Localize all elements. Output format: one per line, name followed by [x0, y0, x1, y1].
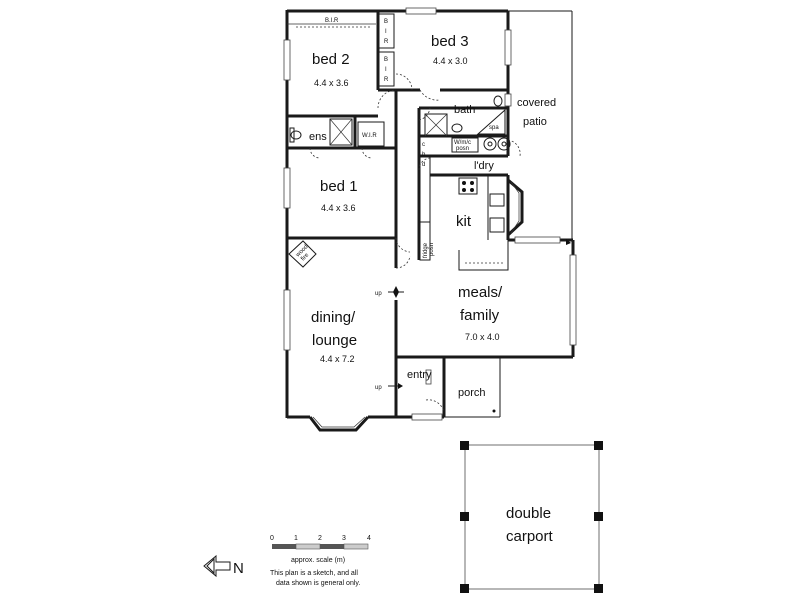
- wm-label-line2: posn: [456, 146, 469, 152]
- bir1-b: B: [384, 19, 388, 25]
- wood-fire: [288, 240, 317, 268]
- meals-size: 7.0 x 4.0: [465, 332, 500, 342]
- bed2-size: 4.4 x 3.6: [314, 78, 349, 88]
- porch-label: porch: [458, 387, 486, 399]
- cbd-d: d: [422, 162, 425, 168]
- disclaimer-line2: data shown is general only.: [276, 580, 360, 587]
- bed3-label: bed 3: [431, 33, 469, 50]
- disclaimer-line1: This plan is a sketch, and all: [270, 570, 358, 577]
- bed2-label: bed 2: [312, 51, 350, 68]
- carport-label-line2: carport: [506, 528, 554, 545]
- compass-letter: N: [233, 560, 244, 577]
- ensuite-fixtures: [289, 118, 353, 146]
- meals-label-line2: family: [460, 307, 500, 324]
- dining-label-line2: lounge: [312, 332, 357, 349]
- meals-label-line1: meals/: [458, 284, 503, 301]
- scale-tick-3: 3: [342, 535, 346, 542]
- ldry-label: l'dry: [474, 160, 494, 172]
- fridge-label-line1: fridge: [423, 242, 429, 258]
- bay-window-kitchen: [506, 178, 524, 237]
- bed1-size: 4.4 x 3.6: [321, 203, 356, 213]
- up-marker-1: up: [375, 291, 382, 297]
- compass-arrow-icon: [203, 554, 231, 578]
- robes: [287, 13, 395, 147]
- spa-label: spa: [489, 125, 499, 131]
- dining-size: 4.4 x 7.2: [320, 354, 355, 364]
- covered-patio-outline: [508, 10, 573, 240]
- bir2-i: I: [385, 67, 387, 73]
- bath-label: bath: [454, 104, 475, 116]
- up-marker-2: up: [375, 385, 382, 391]
- patio-label-line1: covered: [517, 97, 556, 109]
- entry-label: entry: [407, 369, 432, 381]
- scale-tick-2: 2: [318, 535, 322, 542]
- carport: [460, 441, 603, 593]
- bed1-label: bed 1: [320, 178, 358, 195]
- bir1-i: I: [385, 29, 387, 35]
- bed3-size: 4.4 x 3.0: [433, 56, 468, 66]
- wood-label-line2: fire: [300, 252, 311, 263]
- bay-window-dining: [308, 415, 370, 432]
- fridge-label-line2: posn: [429, 243, 435, 256]
- cbd-b: b: [422, 152, 426, 158]
- scale-bar: [272, 543, 369, 550]
- laundry-fixtures: [451, 137, 511, 153]
- scale-label: approx. scale (m): [291, 557, 345, 564]
- bir2-b: B: [384, 57, 388, 63]
- doors: [309, 73, 521, 413]
- wir-label: W.I.R: [362, 133, 377, 139]
- scale-tick-1: 1: [294, 535, 298, 542]
- bir2-r: R: [384, 77, 389, 83]
- ens-label: ens: [309, 131, 327, 143]
- patio-label-line2: patio: [523, 116, 547, 128]
- bir-top-label: B.I.R: [325, 18, 339, 24]
- carport-label-line1: double: [506, 505, 551, 522]
- step-markers: [388, 239, 571, 389]
- wm-label-line1: W/m/c: [454, 140, 471, 146]
- bath-fixtures: [424, 95, 506, 137]
- porch-outline: [444, 356, 501, 418]
- kitchen-fixtures: [419, 175, 509, 271]
- kit-label: kit: [456, 213, 472, 230]
- scale-tick-4: 4: [367, 535, 371, 542]
- cbd-c: c: [422, 142, 425, 148]
- dining-label-line1: dining/: [311, 309, 356, 326]
- windows: [283, 7, 577, 421]
- scale-tick-0: 0: [270, 535, 274, 542]
- bir1-r: R: [384, 39, 389, 45]
